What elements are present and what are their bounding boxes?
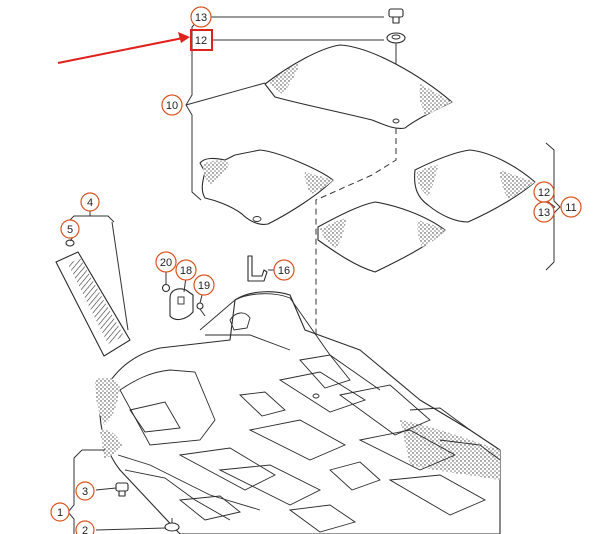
callout-4: 4 <box>80 192 100 212</box>
callout-5: 5 <box>60 219 80 239</box>
callout-11: 11 <box>560 196 582 218</box>
clip-part-12-icon <box>386 32 406 44</box>
svg-text:12: 12 <box>195 35 207 47</box>
callout-2: 2 <box>75 520 95 534</box>
bolt-part-2-icon <box>164 518 180 532</box>
callout-13-right: 13 <box>533 201 555 223</box>
bracket-part-18 <box>169 276 194 321</box>
callout-3: 3 <box>75 481 95 501</box>
callout-1: 1 <box>50 502 70 522</box>
screw-part-20-icon <box>161 271 171 293</box>
rear-right-floor-mat-lower <box>317 201 446 273</box>
callout-12-top-highlighted: 12 <box>190 29 213 51</box>
rear-floor-mat-top <box>264 44 453 129</box>
svg-text:2: 2 <box>82 525 88 534</box>
callout-20: 20 <box>155 251 177 273</box>
svg-text:10: 10 <box>166 100 178 112</box>
svg-text:3: 3 <box>82 486 88 498</box>
bracket-group-1 <box>67 449 166 534</box>
bracket-group-10 <box>185 16 384 201</box>
red-arrow-icon <box>57 32 190 64</box>
callout-19: 19 <box>193 274 215 296</box>
svg-text:5: 5 <box>67 224 73 236</box>
clip-part-13-icon <box>388 8 404 24</box>
nut-part-3-icon <box>115 482 129 497</box>
callout-18: 18 <box>175 259 197 281</box>
svg-text:1: 1 <box>57 507 63 519</box>
sill-trim-part-4 <box>55 208 131 357</box>
svg-text:16: 16 <box>278 265 290 277</box>
svg-text:4: 4 <box>87 197 93 209</box>
svg-text:19: 19 <box>198 280 210 292</box>
callout-10: 10 <box>161 94 183 116</box>
front-right-floor-mat-upper <box>414 149 536 223</box>
hook-part-16-icon <box>247 255 274 282</box>
svg-text:12: 12 <box>538 187 550 199</box>
svg-text:13: 13 <box>538 207 550 219</box>
main-floor-covering <box>95 291 501 534</box>
svg-text:13: 13 <box>195 12 207 24</box>
front-left-floor-mat <box>199 149 334 225</box>
callout-12-right: 12 <box>533 181 555 203</box>
svg-text:18: 18 <box>180 265 192 277</box>
svg-text:11: 11 <box>565 202 576 214</box>
svg-text:20: 20 <box>160 257 172 269</box>
callout-13-top: 13 <box>190 6 212 28</box>
callout-16: 16 <box>273 259 295 281</box>
